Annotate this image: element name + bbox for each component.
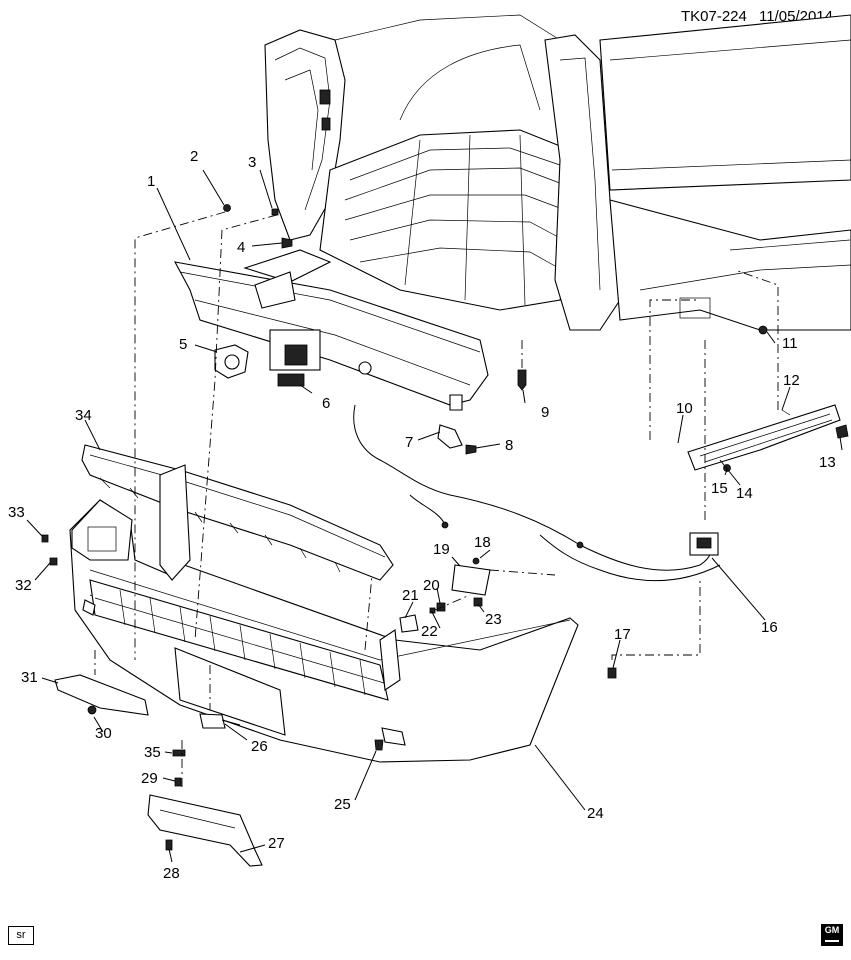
callout-17: 17 — [614, 626, 631, 643]
diagram-code: TK07-224 — [680, 8, 747, 25]
callout-1: 1 — [147, 173, 155, 190]
small-fasteners-upper — [214, 204, 527, 455]
callout-19: 19 — [433, 541, 450, 558]
callout-7: 7 — [405, 434, 413, 451]
callout-5: 5 — [179, 336, 187, 353]
callout-26: 26 — [251, 738, 268, 755]
callout-4: 4 — [237, 239, 245, 256]
callout-labels: 1 2 3 4 5 6 7 8 9 10 11 12 13 14 15 16 1… — [8, 148, 836, 882]
leader-lines — [26, 169, 843, 863]
callout-2: 2 — [190, 148, 198, 165]
gm-logo-text: GM — [824, 925, 840, 935]
callout-10: 10 — [676, 400, 693, 417]
small-fasteners-lower — [41, 534, 617, 867]
callout-29: 29 — [141, 770, 158, 787]
callout-16: 16 — [761, 619, 778, 636]
callout-25: 25 — [334, 796, 351, 813]
wiring-harness — [353, 404, 721, 582]
right-fascia-bracket — [687, 325, 849, 472]
callout-27: 27 — [268, 835, 285, 852]
gm-logo-bar — [825, 940, 839, 942]
callout-24: 24 — [587, 805, 604, 822]
sr-badge: sr — [8, 926, 34, 945]
callout-32: 32 — [15, 577, 32, 594]
impact-bar-hitch — [173, 249, 489, 411]
callout-30: 30 — [95, 725, 112, 742]
gm-logo: GM — [821, 924, 843, 946]
callout-11: 11 — [782, 335, 798, 352]
callout-3: 3 — [248, 154, 256, 171]
callout-8: 8 — [505, 437, 513, 454]
reference-lines — [94, 211, 779, 790]
callout-18: 18 — [474, 534, 491, 551]
callout-12: 12 — [783, 372, 800, 389]
callout-33: 33 — [8, 504, 25, 521]
callout-6: 6 — [322, 395, 330, 412]
callout-15: 15 — [711, 480, 728, 497]
callout-22: 22 — [421, 623, 438, 640]
bumper-fascia — [69, 464, 579, 763]
callout-28: 28 — [163, 865, 180, 882]
callout-20: 20 — [423, 577, 440, 594]
callout-23: 23 — [485, 611, 502, 628]
callout-14: 14 — [736, 485, 753, 502]
callout-21: 21 — [402, 587, 419, 604]
callout-35: 35 — [144, 744, 161, 761]
callout-13: 13 — [819, 454, 836, 471]
vehicle-body-structure — [264, 14, 851, 331]
callout-9: 9 — [541, 404, 549, 421]
callout-31: 31 — [21, 669, 38, 686]
callout-34: 34 — [75, 407, 92, 424]
